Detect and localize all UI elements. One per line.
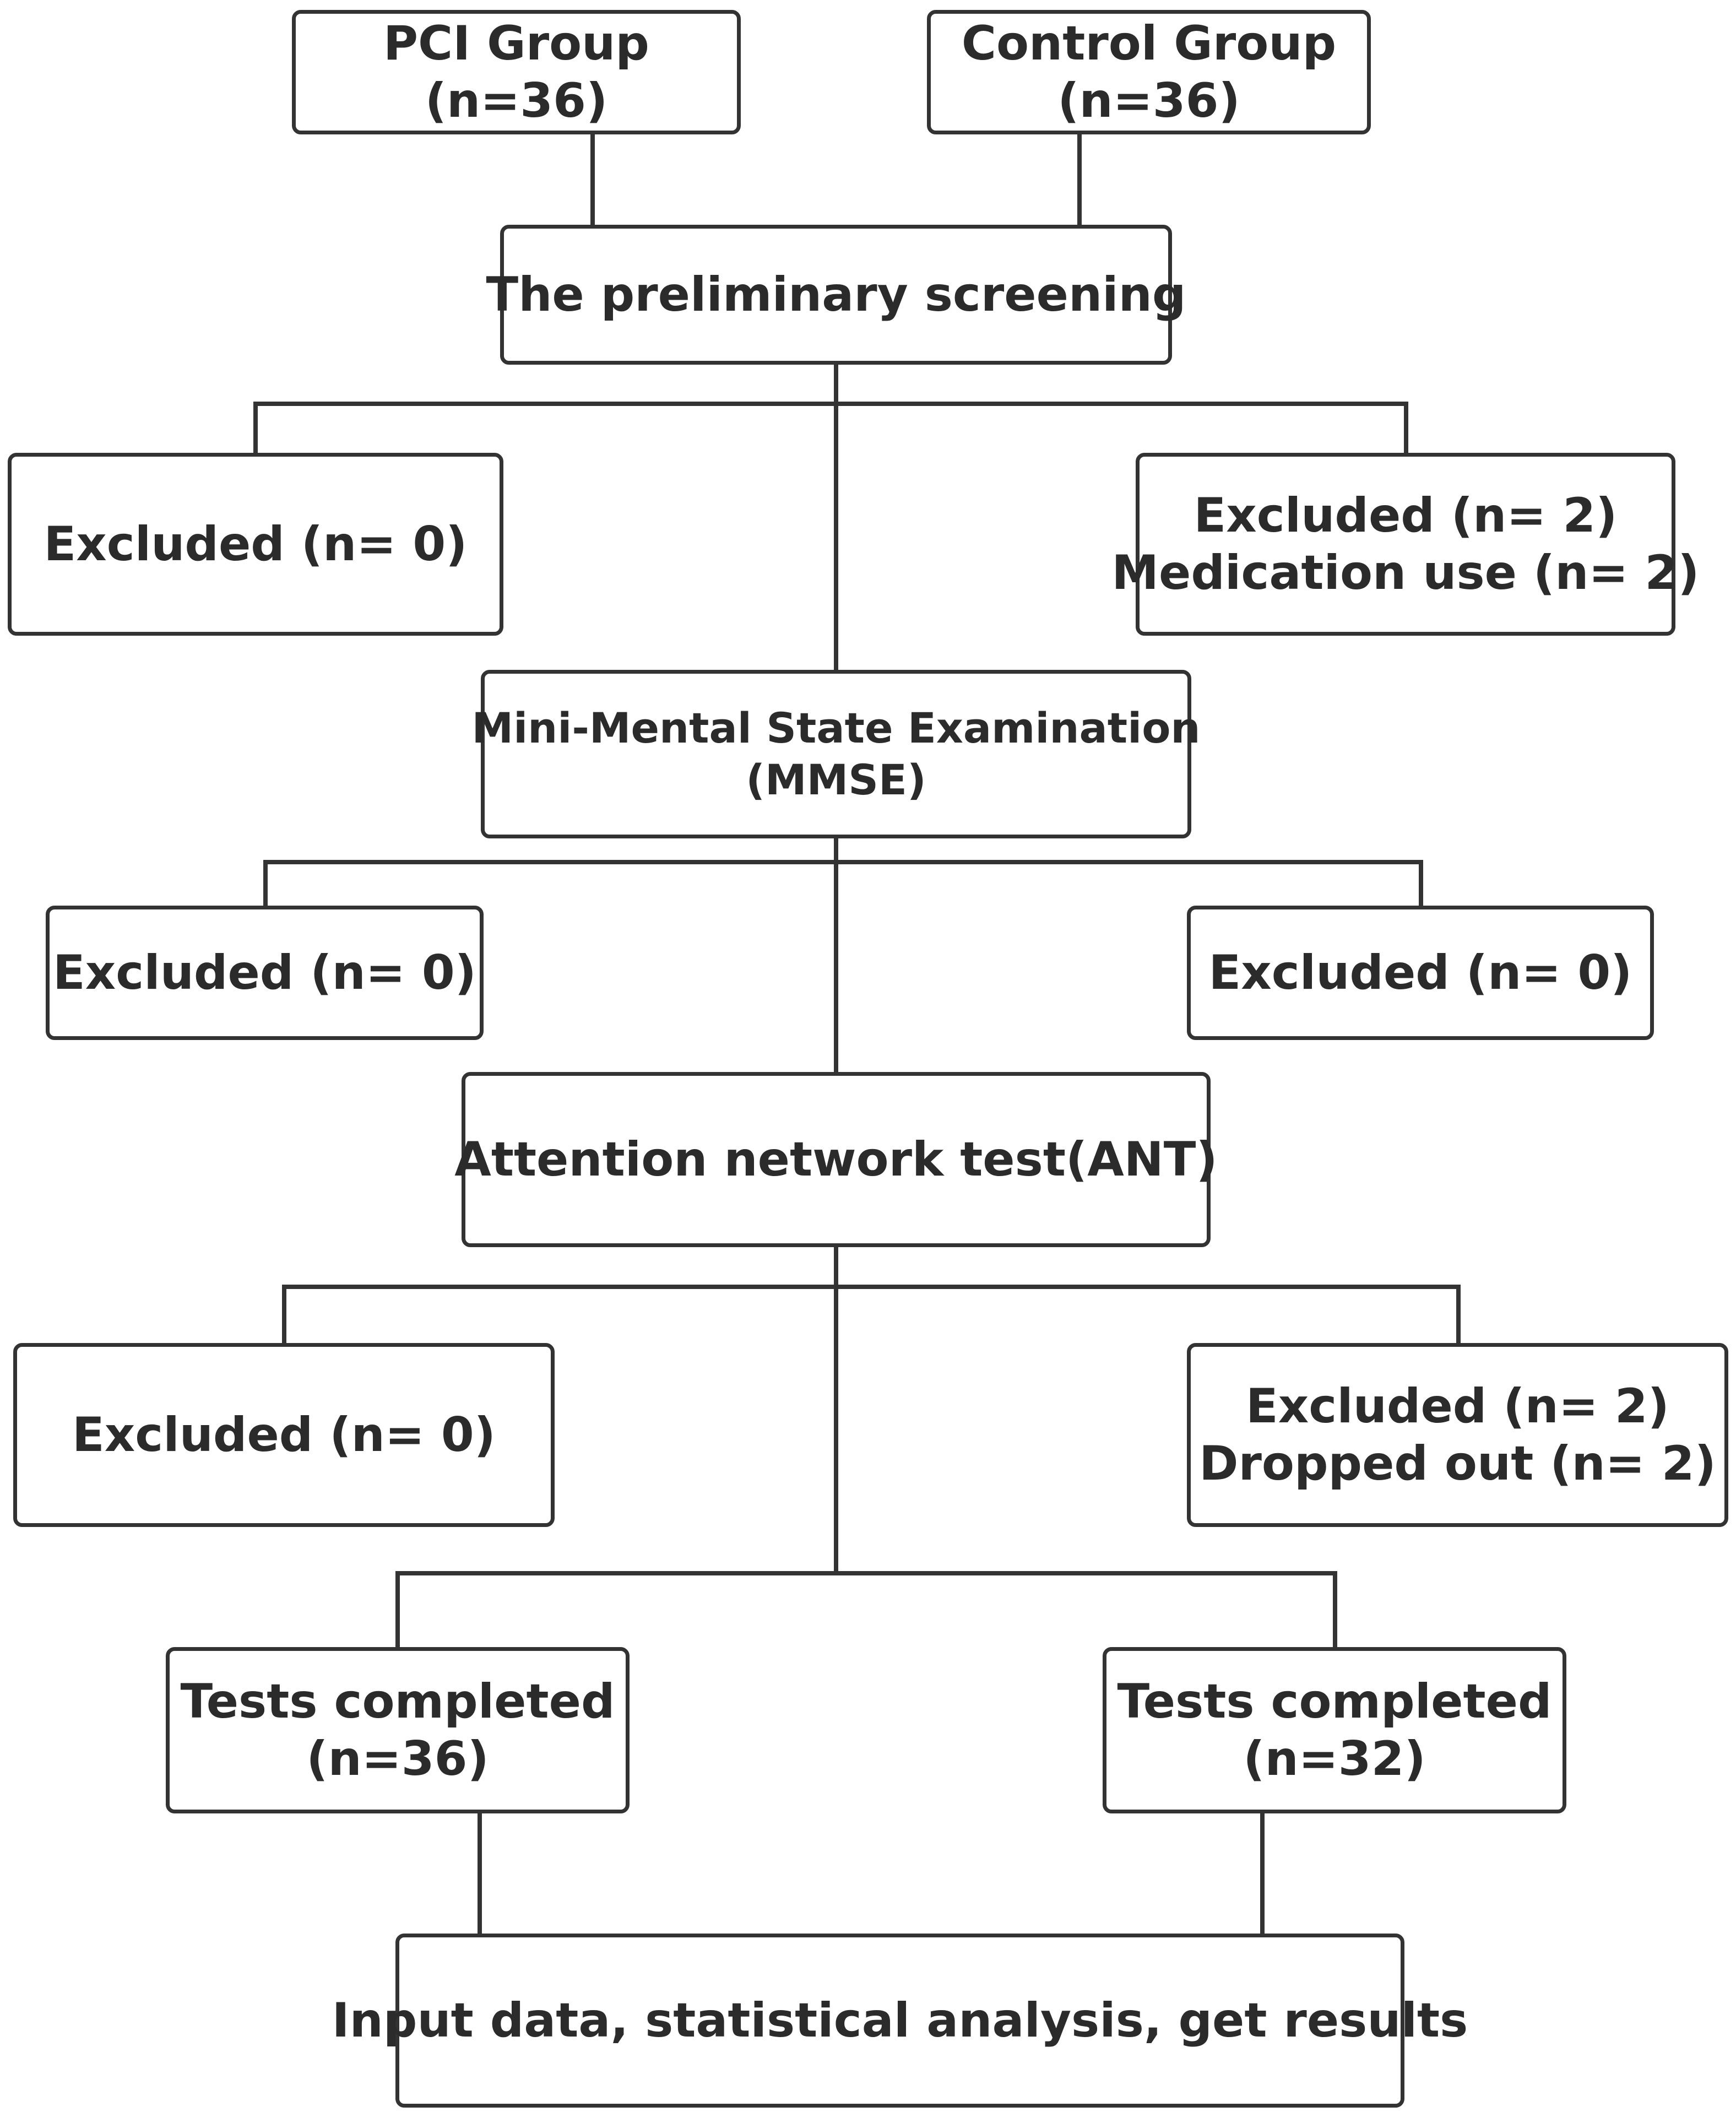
screening-excluded-right-label: Excluded (n= 2) bbox=[1194, 488, 1618, 543]
screening-excluded-left-label: Excluded (n= 0) bbox=[44, 517, 468, 572]
connector-tests-split bbox=[395, 1571, 1337, 1648]
screening-excluded-right-reason: Medication use (n= 2) bbox=[1111, 545, 1700, 600]
ant-excluded-right-box: Excluded (n= 2) Dropped out (n= 2) bbox=[1187, 1343, 1728, 1527]
screening-excluded-right-box: Excluded (n= 2) Medication use (n= 2) bbox=[1111, 453, 1700, 636]
pci-group-box: PCI Group (n=36) bbox=[292, 10, 741, 134]
mmse-excluded-right-box: Excluded (n= 0) bbox=[1187, 906, 1654, 1040]
mmse-excluded-left-box: Excluded (n= 0) bbox=[46, 906, 484, 1040]
control-group-box: Control Group (n=36) bbox=[927, 10, 1371, 134]
connector-mmse-exclusions bbox=[263, 860, 1423, 906]
mmse-title: Mini-Mental State Examination bbox=[471, 703, 1201, 752]
ant-label: Attention network test(ANT) bbox=[454, 1132, 1218, 1187]
ant-excluded-left-label: Excluded (n= 0) bbox=[72, 1407, 496, 1463]
pci-group-count: (n=36) bbox=[425, 73, 608, 128]
ant-excluded-right-label: Excluded (n= 2) bbox=[1246, 1379, 1669, 1434]
connector-ant-exclusions bbox=[282, 1285, 1461, 1343]
mmse-excluded-left-label: Excluded (n= 0) bbox=[53, 945, 476, 1000]
screening-excluded-left-box: Excluded (n= 0) bbox=[8, 453, 503, 636]
tests-completed-right-count: (n=32) bbox=[1243, 1731, 1426, 1786]
tests-completed-left-title: Tests completed bbox=[180, 1674, 615, 1729]
mmse-abbreviation: (MMSE) bbox=[746, 755, 926, 804]
connector-screening-exclusions bbox=[253, 402, 1408, 453]
ant-box: Attention network test(ANT) bbox=[454, 1072, 1218, 1247]
control-group-title: Control Group bbox=[961, 16, 1337, 71]
pci-group-title: PCI Group bbox=[383, 16, 649, 71]
screening-box: The preliminary screening bbox=[486, 225, 1186, 365]
final-analysis-box: Input data, statistical analysis, get re… bbox=[332, 1934, 1468, 2108]
tests-completed-right-box: Tests completed (n=32) bbox=[1103, 1647, 1566, 1813]
control-group-count: (n=36) bbox=[1057, 73, 1240, 128]
tests-completed-left-box: Tests completed (n=36) bbox=[166, 1647, 630, 1813]
tests-completed-left-count: (n=36) bbox=[306, 1731, 489, 1786]
ant-excluded-left-box: Excluded (n= 0) bbox=[13, 1343, 555, 1527]
mmse-excluded-right-label: Excluded (n= 0) bbox=[1208, 945, 1632, 1000]
final-analysis-label: Input data, statistical analysis, get re… bbox=[332, 1993, 1468, 2048]
ant-excluded-right-reason: Dropped out (n= 2) bbox=[1199, 1436, 1716, 1491]
mmse-box: Mini-Mental State Examination (MMSE) bbox=[471, 670, 1201, 838]
screening-label: The preliminary screening bbox=[486, 267, 1186, 322]
tests-completed-right-title: Tests completed bbox=[1117, 1674, 1552, 1729]
